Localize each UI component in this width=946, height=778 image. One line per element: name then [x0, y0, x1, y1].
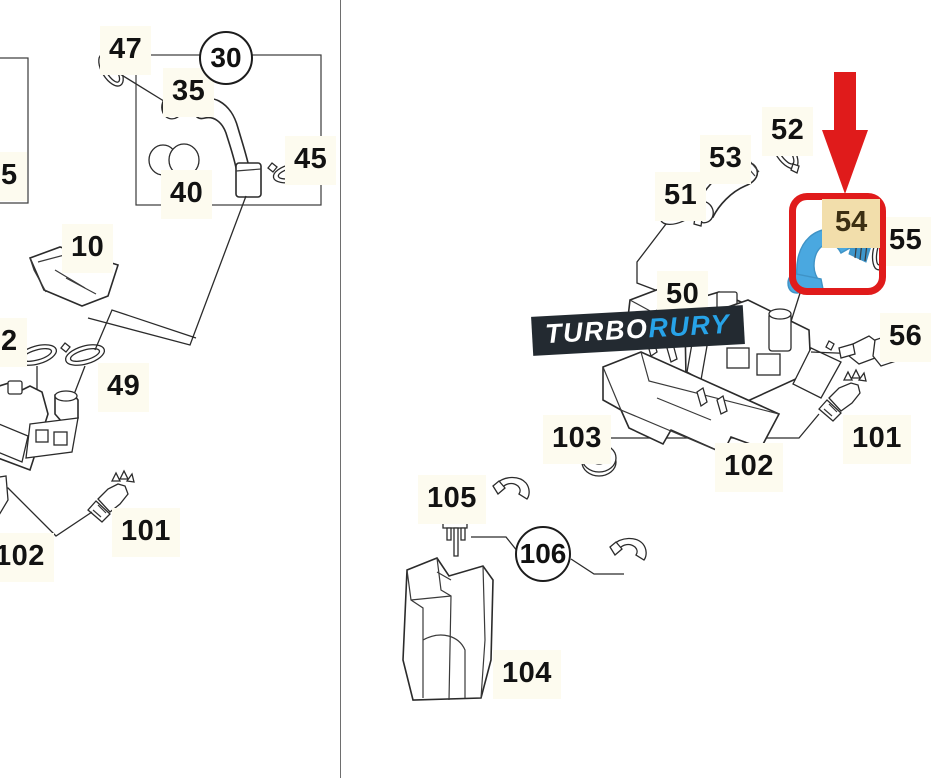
- part-102-fragment: [0, 475, 9, 515]
- label-55: 55: [880, 217, 932, 266]
- part-2-body: [0, 380, 79, 472]
- label-40: 40: [161, 170, 213, 219]
- label-47: 47: [100, 26, 152, 75]
- label-101: 101: [843, 415, 911, 464]
- highlight-box-part-54: [789, 193, 886, 295]
- label-103: 103: [543, 415, 611, 464]
- part-101-screw-right: [818, 368, 867, 422]
- watermark-text-secondary: RURY: [647, 308, 732, 344]
- part-106-clip-top: [492, 476, 530, 500]
- part-49-clamp: [60, 342, 106, 366]
- label-2: 2: [0, 318, 27, 367]
- label-102: 102: [715, 443, 783, 492]
- circle-label-106: 106: [515, 526, 571, 582]
- part-40-rings: [148, 143, 200, 177]
- circle-label-30: 30: [199, 31, 253, 85]
- label-52: 52: [762, 107, 814, 156]
- label-49: 49: [98, 363, 150, 412]
- label-56: 56: [880, 313, 932, 362]
- label-53: 53: [700, 135, 752, 184]
- label-10: 10: [62, 224, 114, 273]
- label-102: 102: [0, 533, 54, 582]
- part-106-clip-bottom: [609, 537, 647, 561]
- watermark-text-primary: TURBO: [544, 313, 650, 350]
- red-arrow-icon: [822, 72, 868, 194]
- label-5: 5: [0, 152, 27, 201]
- label-105: 105: [418, 475, 486, 524]
- label-51: 51: [655, 172, 707, 221]
- label-104: 104: [493, 650, 561, 699]
- label-54-highlighted: 54: [822, 199, 881, 248]
- label-101: 101: [112, 508, 180, 557]
- part-104-duct: [402, 557, 494, 701]
- part-101-screw: [87, 469, 135, 523]
- panel-divider: [340, 0, 341, 778]
- left-diagram-panel: 5 47 35 45 40 10 2 49 101 102 30: [0, 0, 341, 778]
- label-45: 45: [285, 136, 337, 185]
